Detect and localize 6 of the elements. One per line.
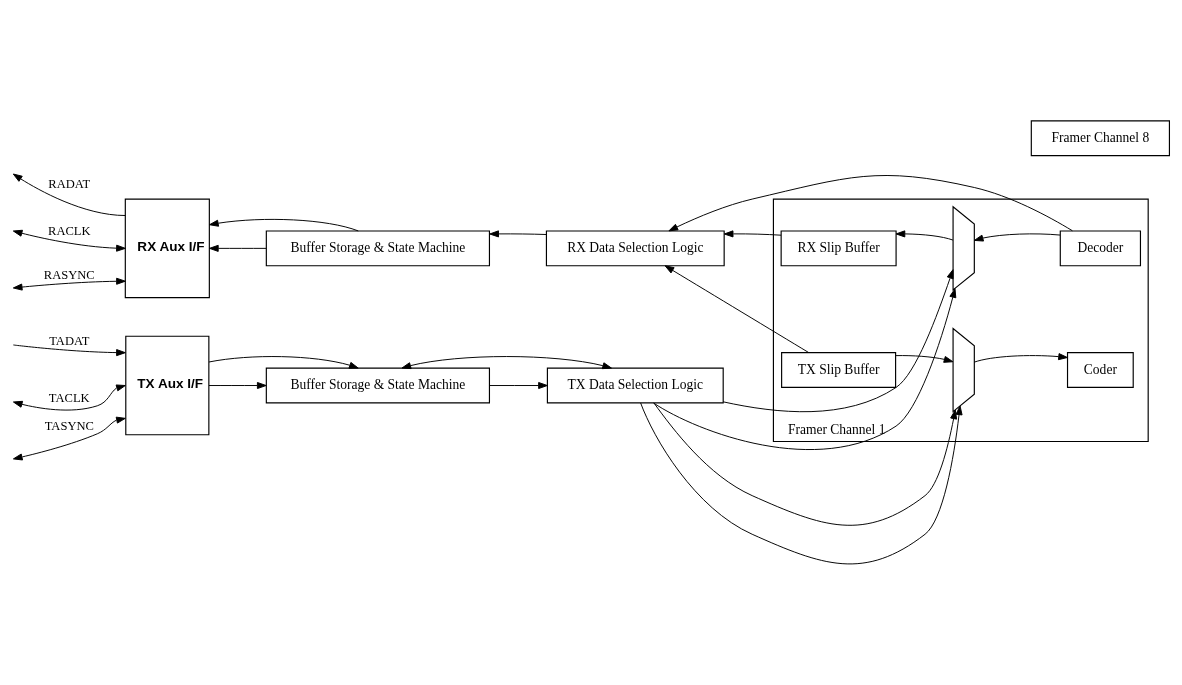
- edge-label: RASYNC: [43, 267, 95, 282]
- edge-label: TACLK: [48, 391, 90, 406]
- edge-label: RACLK: [48, 224, 91, 239]
- edge-label: TADAT: [49, 334, 90, 349]
- edge-label: TASYNC: [44, 419, 94, 434]
- edge-label: RADAT: [48, 176, 91, 191]
